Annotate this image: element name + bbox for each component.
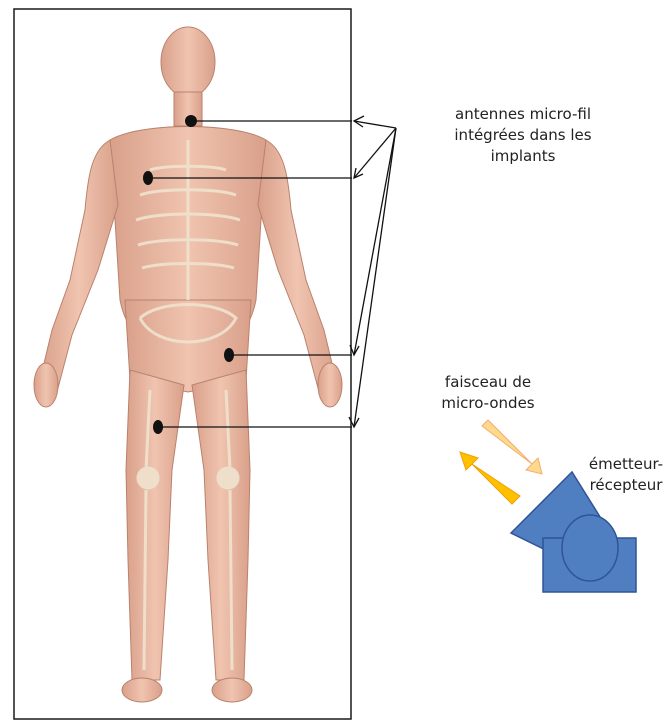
beam-arrow-incoming [482,420,542,474]
left-arm-shape [40,140,118,388]
arrow-to-hip [354,128,396,355]
right-foot-shape [212,678,252,702]
microwave-beam-label: faisceau de micro-ondes [418,372,558,414]
arrow-to-thigh [354,128,396,427]
implant-antenna-label: antennes micro-fil intégrées dans les im… [418,104,628,167]
right-arm-shape [258,140,336,388]
head-shape [161,27,215,97]
right-leg-shape [192,370,250,680]
transceiver-label: émetteur- récepteur [578,454,670,496]
microwave-beam [460,420,542,504]
label-arrows [349,116,396,427]
left-hand-shape [34,363,58,407]
left-leg-shape [126,370,184,680]
human-anatomy-figure [34,27,342,702]
device-dish [562,515,618,581]
right-hand-shape [318,363,342,407]
beam-arrow-outgoing [460,452,520,504]
left-foot-shape [122,678,162,702]
